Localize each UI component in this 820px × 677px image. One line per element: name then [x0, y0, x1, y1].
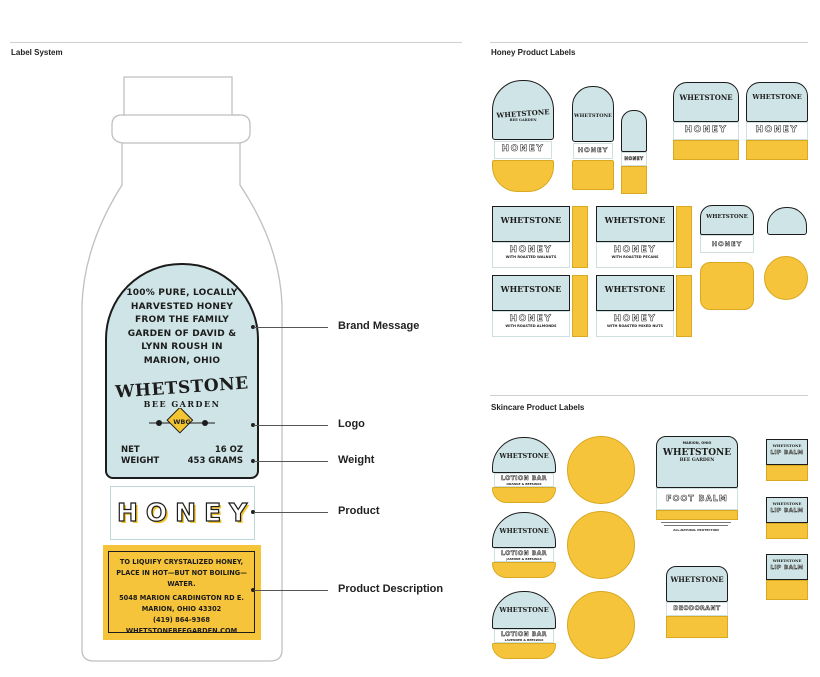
description-line-1: TO LIQUIFY CRYSTALIZED HONEY,: [119, 558, 244, 566]
product-label: HONEY: [110, 486, 255, 540]
honey-label-round-top: [767, 207, 807, 235]
skincare-lip-balm-3: WHETSTONE LIP BALM: [764, 552, 810, 602]
honey-label-walnuts: WHETSTONE HONEY WITH ROASTED WALNUTS: [492, 206, 588, 268]
brand-message: 100% PURE, LOCALLY HARVESTED HONEY FROM …: [126, 288, 238, 366]
skincare-circle-1: [567, 436, 635, 504]
callout-logo: Logo: [338, 418, 365, 430]
skincare-deodorant: WHETSTONE DEODORANT: [666, 566, 730, 638]
callout-dot-brand: [251, 325, 255, 329]
honey-label-almonds: WHETSTONE HONEY WITH ROASTED ALMONDS: [492, 275, 588, 337]
callout-product-description: Product Description: [338, 583, 444, 595]
skincare-lip-balm-1: WHETSTONE LIP BALM: [764, 437, 810, 483]
website: WHETSTONEBEEGARDEN.COM: [125, 627, 238, 635]
callout-dot-description: [251, 588, 255, 592]
skincare-lotion-lavender: WHETSTONE LOTION BAR LAVENDER & BEESWAX: [492, 591, 558, 661]
honey-label-arch-large: WHETSTONE BEE GARDEN HONEY: [492, 80, 554, 192]
honey-label-oval: [700, 262, 754, 310]
product-description-box: TO LIQUIFY CRYSTALIZED HONEY, PLACE IN H…: [108, 551, 255, 635]
callout-line-description: [254, 590, 328, 591]
skincare-lotion-orange: WHETSTONE LOTION BAR ORANGE & BEESWAX: [492, 437, 558, 503]
honey-label-square-2: WHETSTONE HONEY: [746, 82, 812, 160]
callout-dot-logo: [251, 423, 255, 427]
divider-skincare: [490, 395, 808, 396]
honey-label-pecans: WHETSTONE HONEY WITH ROASTED PECANS: [596, 206, 692, 268]
bottle-top-label: 100% PURE, LOCALLY HARVESTED HONEY FROM …: [105, 263, 259, 479]
callout-line-weight: [254, 461, 328, 462]
address-line-1: 5048 MARION CARDINGTON RD E.: [119, 594, 244, 602]
logo-monogram: WBG: [173, 418, 191, 426]
callout-line-logo: [254, 425, 328, 426]
callout-line-product: [254, 512, 328, 513]
divider-honey: [490, 42, 808, 43]
product-description-panel: TO LIQUIFY CRYSTALIZED HONEY, PLACE IN H…: [103, 545, 261, 640]
divider-label-system: [10, 42, 462, 43]
skincare-circle-2: [567, 511, 635, 579]
section-title-skincare-labels: Skincare Product Labels: [491, 403, 585, 412]
skincare-circle-3: [567, 591, 635, 659]
callout-brand-message: Brand Message: [338, 320, 420, 332]
skincare-lotion-jasmine: WHETSTONE LOTION BAR JASMINE & BEESWAX: [492, 512, 558, 578]
address-line-2: MARION, OHIO 43302: [141, 605, 222, 613]
skincare-lip-balm-2: WHETSTONE LIP BALM: [764, 495, 810, 541]
honey-label-honeycomb: WHETSTONE HONEY: [700, 205, 756, 253]
description-line-2: PLACE IN HOT—BUT NOT BOILING—WATER.: [116, 569, 247, 588]
callout-dot-weight: [251, 459, 255, 463]
logo-emblem: [149, 408, 215, 434]
phone: (419) 864-9368: [153, 616, 210, 624]
section-title-label-system: Label System: [11, 48, 63, 57]
honey-label-mixed-nuts: WHETSTONE HONEY WITH ROASTED MIXED NUTS: [596, 275, 692, 337]
callout-dot-product: [251, 510, 255, 514]
honey-label-circle: [764, 256, 808, 300]
product-name: HONEY: [116, 497, 256, 527]
honey-label-square-1: WHETSTONE HONEY: [673, 82, 739, 160]
callout-line-brand: [254, 327, 328, 328]
callout-weight: Weight: [338, 454, 375, 466]
logo-sub: BEE GARDEN: [143, 399, 221, 409]
skincare-foot-balm: MARION, OHIO WHETSTONE BEE GARDEN FOOT B…: [656, 436, 740, 552]
honey-label-arch-small: HONEY: [621, 110, 647, 194]
honey-label-arch-medium: WHETSTONE HONEY: [572, 86, 614, 192]
section-title-honey-labels: Honey Product Labels: [491, 48, 576, 57]
callout-product: Product: [338, 505, 380, 517]
